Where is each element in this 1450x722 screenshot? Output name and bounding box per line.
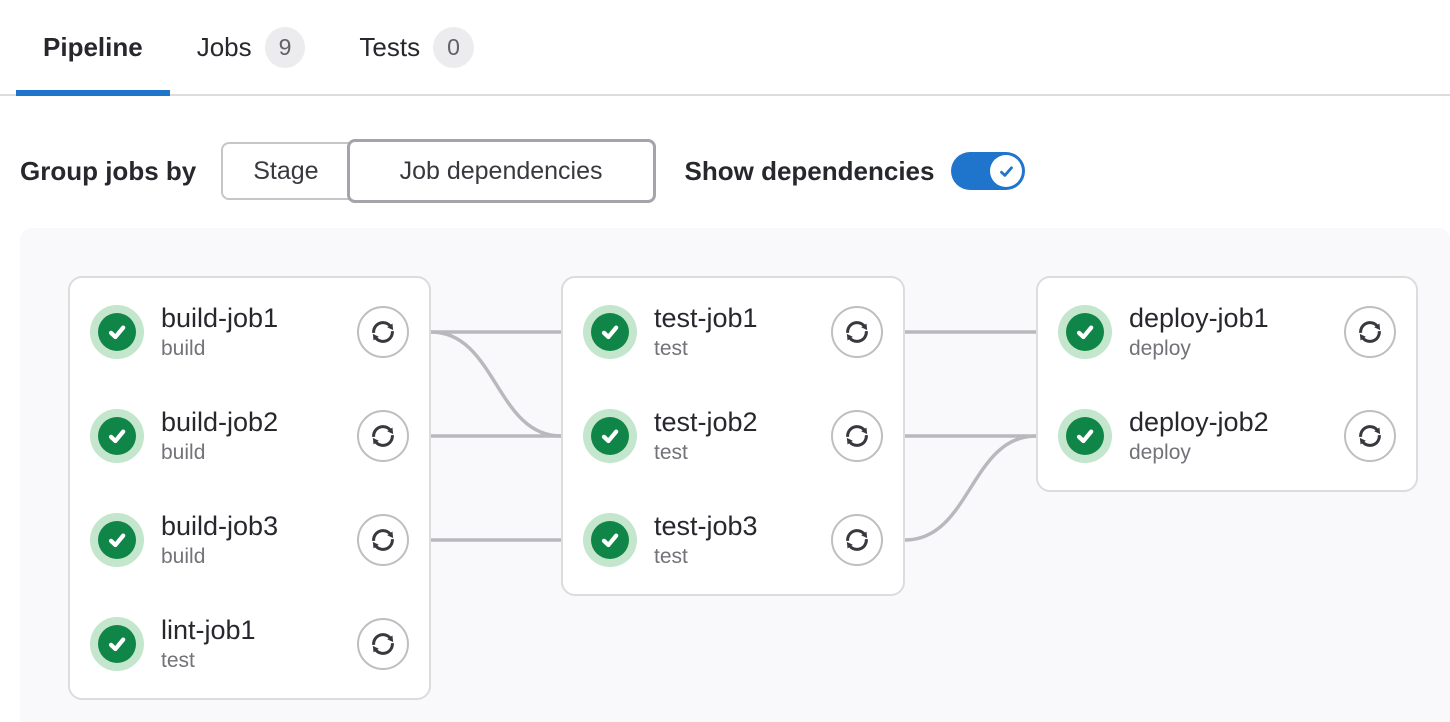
job-group-card: test-job1 test test-job2 test test-job3 test [561, 276, 905, 596]
retry-icon [372, 633, 394, 655]
job-stage-label: test [161, 649, 195, 673]
show-dependencies-label: Show dependencies [684, 155, 935, 186]
retry-job-button[interactable] [831, 514, 883, 566]
check-icon [1000, 165, 1013, 177]
tab-jobs-label: Jobs [196, 31, 252, 62]
job-name: deploy-job2 [1129, 407, 1269, 438]
job-stage-label: deploy [1129, 441, 1191, 465]
status-success-icon [583, 305, 637, 359]
retry-icon [372, 321, 394, 343]
group-by-job-dependencies-button[interactable]: Job dependencies [346, 139, 656, 203]
job-item[interactable]: deploy-job2 deploy [1038, 384, 1416, 488]
job-item[interactable]: test-job1 test [563, 280, 903, 384]
tab-pipeline[interactable]: Pipeline [16, 0, 170, 96]
job-item[interactable]: lint-job1 test [70, 592, 429, 696]
retry-icon [1359, 425, 1381, 447]
job-stage-label: build [161, 337, 206, 361]
dependency-edge [904, 434, 1037, 542]
retry-job-button[interactable] [357, 306, 409, 358]
status-success-icon [90, 305, 144, 359]
tests-count-badge: 0 [433, 26, 474, 68]
graph-controls: Group jobs by Stage Job dependencies Sho… [20, 139, 1026, 203]
show-dependencies-toggle[interactable] [951, 152, 1026, 190]
job-info: build-job2 build [161, 407, 278, 464]
job-name: build-job2 [161, 407, 279, 438]
job-info: test-job2 test [654, 407, 758, 464]
retry-icon [846, 529, 868, 551]
retry-job-button[interactable] [831, 306, 883, 358]
group-by-stage-button[interactable]: Stage [221, 142, 349, 200]
job-item[interactable]: test-job2 test [563, 384, 903, 488]
job-name: build-job1 [161, 303, 279, 334]
job-stage-label: test [654, 337, 688, 361]
job-stage-label: deploy [1129, 337, 1191, 361]
tab-tests-label: Tests [359, 31, 421, 62]
dependency-edge [430, 330, 562, 438]
group-by-segmented-control: Stage Job dependencies [221, 139, 656, 203]
tab-jobs[interactable]: Jobs 9 [170, 0, 333, 94]
retry-icon [846, 321, 868, 343]
pipeline-tabbar: Pipeline Jobs 9 Tests 0 [0, 0, 1450, 96]
job-info: test-job3 test [654, 511, 758, 568]
retry-job-button[interactable] [1344, 410, 1396, 462]
job-item[interactable]: deploy-job1 deploy [1038, 280, 1416, 384]
job-name: deploy-job1 [1129, 303, 1269, 334]
retry-job-button[interactable] [1344, 306, 1396, 358]
job-stage-label: build [161, 441, 206, 465]
job-name: test-job2 [654, 407, 758, 438]
retry-job-button[interactable] [831, 410, 883, 462]
status-success-icon [1058, 305, 1112, 359]
tab-pipeline-label: Pipeline [43, 31, 143, 62]
status-success-icon [1058, 409, 1112, 463]
job-info: build-job1 build [161, 303, 278, 360]
tab-tests[interactable]: Tests 0 [332, 0, 500, 94]
job-stage-label: test [654, 441, 688, 465]
retry-job-button[interactable] [357, 514, 409, 566]
status-success-icon [583, 409, 637, 463]
job-item[interactable]: build-job2 build [70, 384, 429, 488]
status-success-icon [90, 513, 144, 567]
job-info: deploy-job2 deploy [1129, 407, 1269, 464]
job-item[interactable]: build-job3 build [70, 488, 429, 592]
retry-icon [372, 529, 394, 551]
retry-job-button[interactable] [357, 618, 409, 670]
job-info: deploy-job1 deploy [1129, 303, 1269, 360]
jobs-count-badge: 9 [264, 26, 306, 68]
job-group-card: deploy-job1 deploy deploy-job2 deploy [1036, 276, 1418, 492]
job-name: test-job3 [654, 511, 758, 542]
retry-icon [372, 425, 394, 447]
job-stage-label: build [161, 545, 206, 569]
group-jobs-by-label: Group jobs by [20, 155, 197, 186]
status-success-icon [90, 409, 144, 463]
job-name: test-job1 [654, 303, 758, 334]
job-info: build-job3 build [161, 511, 278, 568]
job-item[interactable]: test-job3 test [563, 488, 903, 592]
status-success-icon [583, 513, 637, 567]
job-item[interactable]: build-job1 build [70, 280, 429, 384]
job-name: lint-job1 [161, 615, 256, 646]
toggle-knob [990, 155, 1023, 187]
job-stage-label: test [654, 545, 688, 569]
job-info: test-job1 test [654, 303, 758, 360]
retry-icon [1359, 321, 1381, 343]
status-success-icon [90, 617, 144, 671]
job-name: build-job3 [161, 511, 279, 542]
retry-icon [846, 425, 868, 447]
retry-job-button[interactable] [357, 410, 409, 462]
job-info: lint-job1 test [161, 615, 256, 672]
